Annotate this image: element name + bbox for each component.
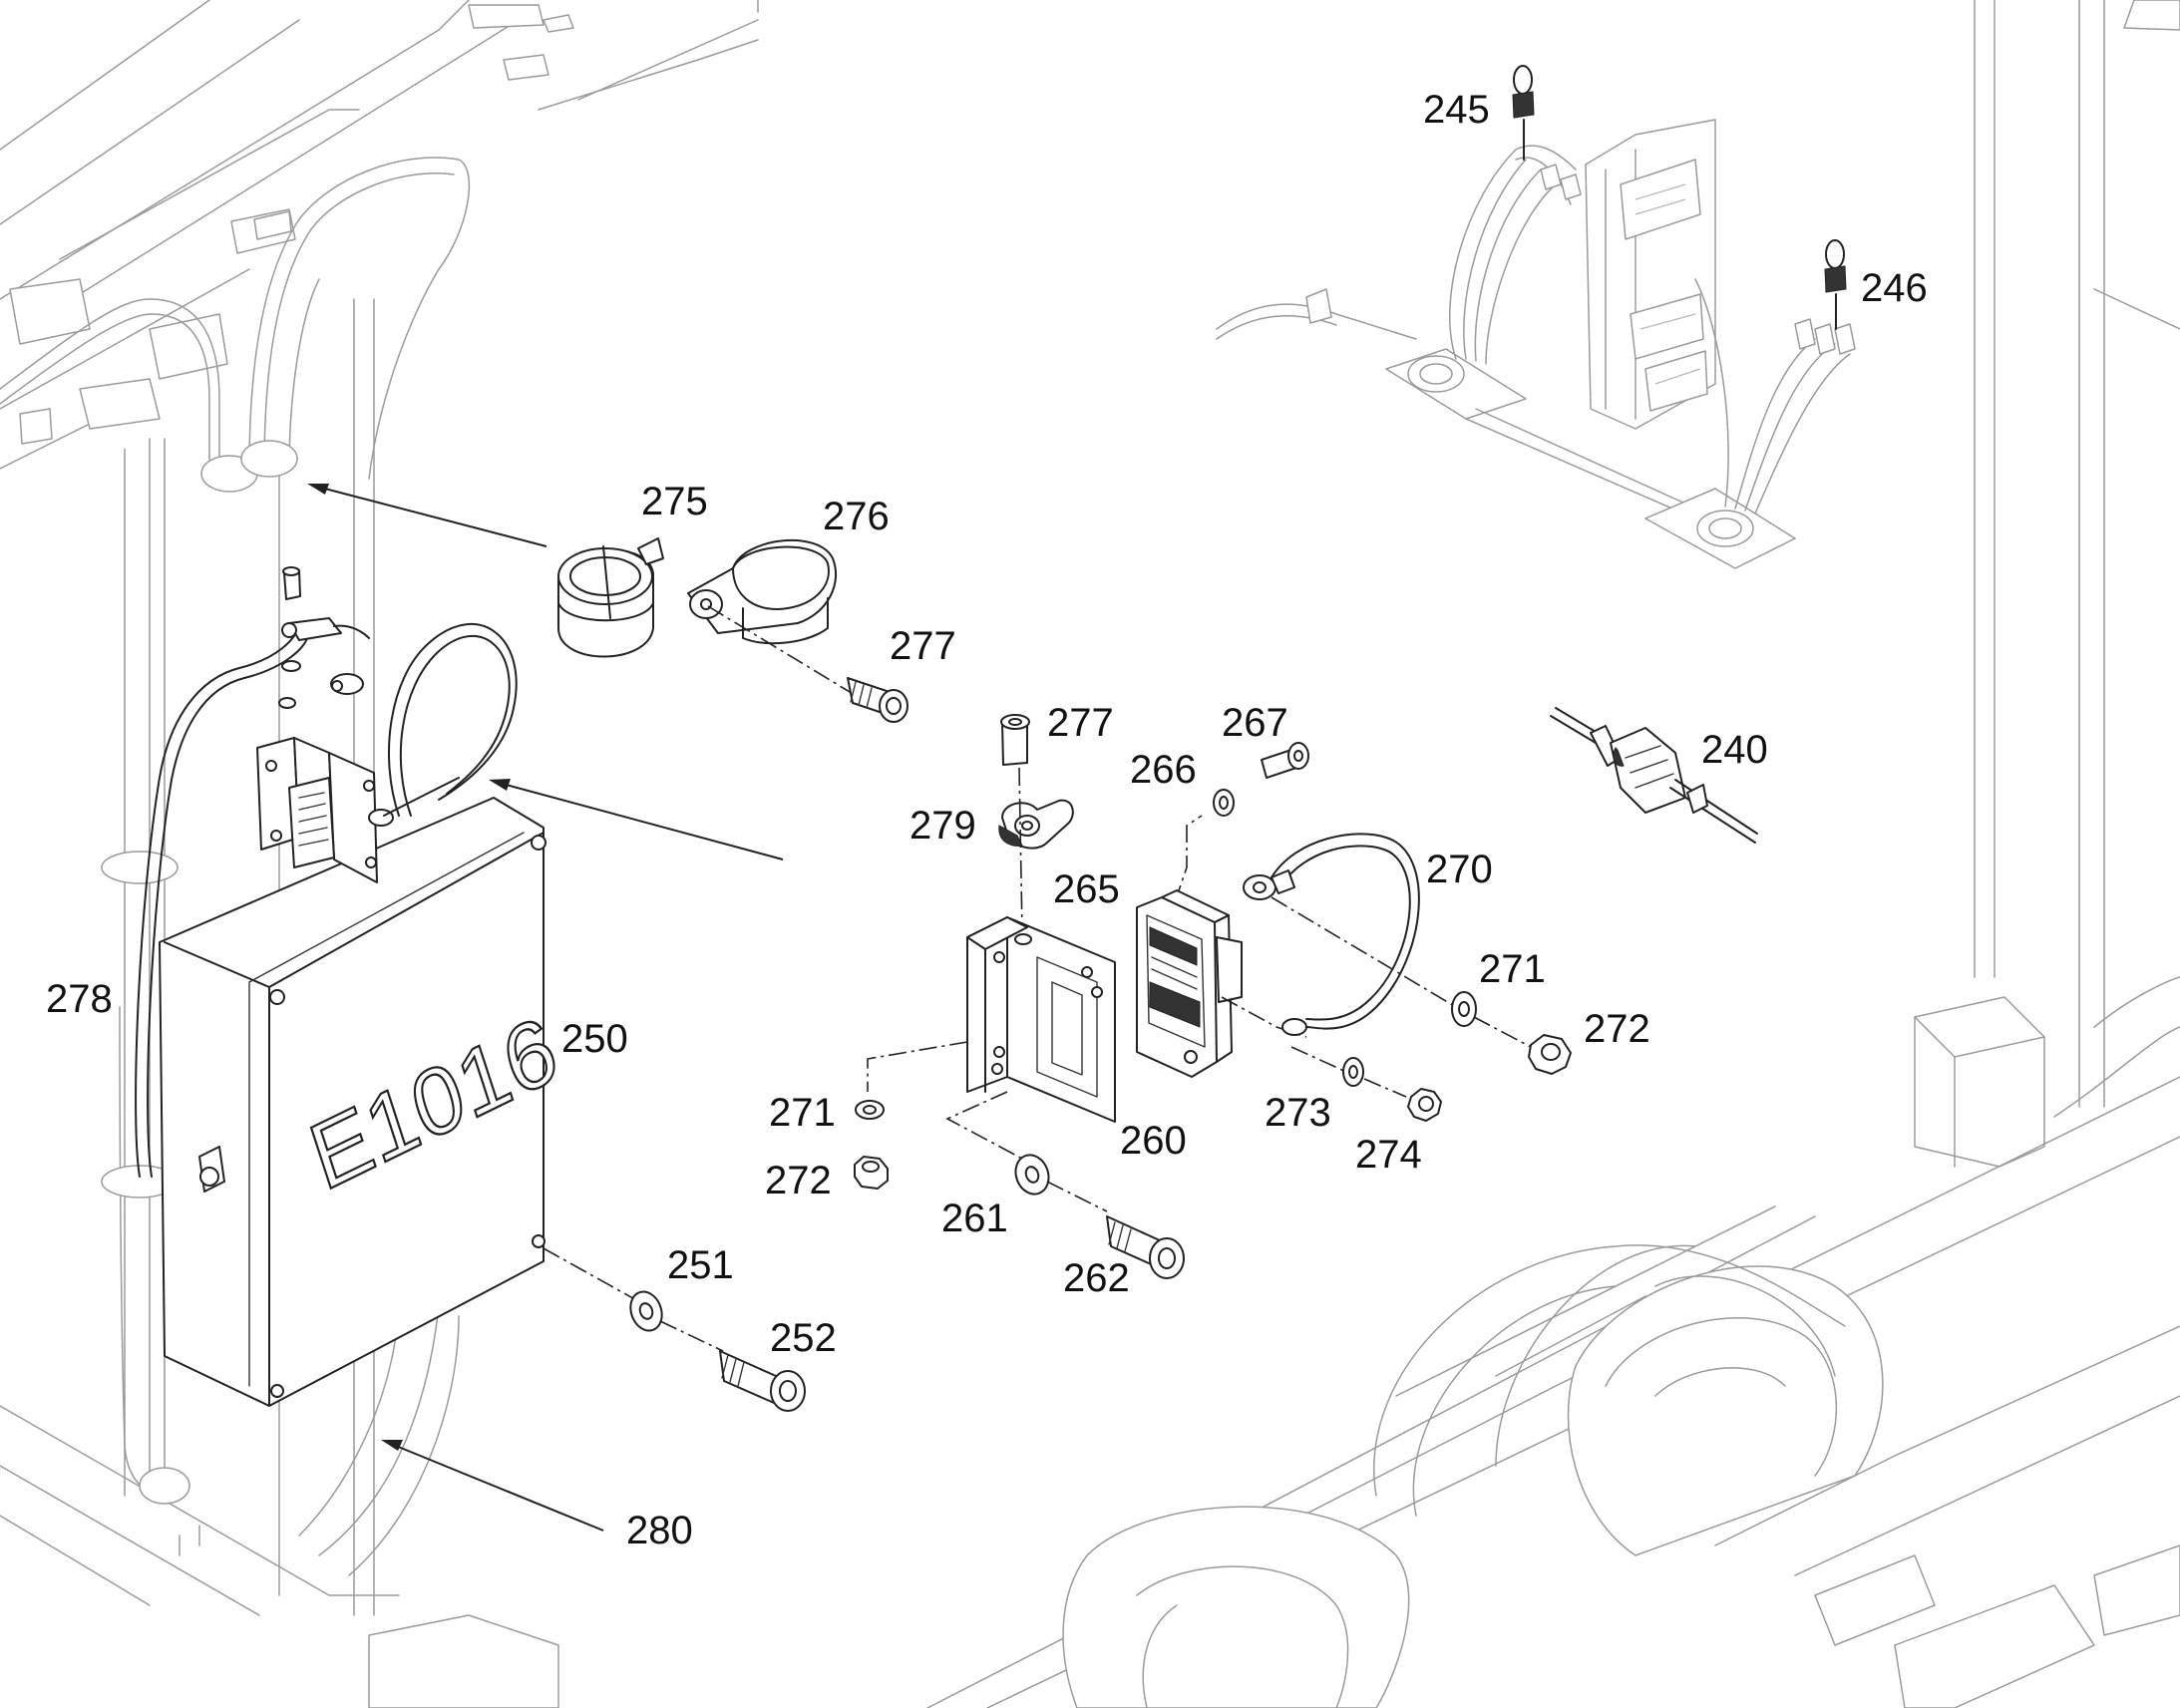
- relay-board-assembly: [1216, 119, 1856, 569]
- callout-278: 278: [46, 977, 113, 1021]
- clamp-275: [557, 537, 664, 658]
- nut-274: [1407, 1088, 1442, 1122]
- callout-240: 240: [1701, 728, 1768, 772]
- center-line: [1174, 815, 1203, 903]
- washer-261: [1014, 1154, 1050, 1196]
- harness-278: [135, 566, 518, 1178]
- leader-arrows: [307, 484, 784, 1532]
- callout-267: 267: [1222, 701, 1288, 745]
- center-line: [1221, 996, 1307, 1038]
- callout-260: 260: [1120, 1119, 1187, 1163]
- washer-271-upper: [1451, 991, 1477, 1027]
- terminal-245: [1512, 65, 1535, 161]
- clamp-276: [687, 538, 838, 645]
- bracket-260: [966, 916, 1116, 1123]
- center-line: [1290, 1046, 1347, 1073]
- callout-271-upper: 271: [1479, 947, 1546, 991]
- callout-261: 261: [941, 1196, 1008, 1240]
- bolt-262: [1106, 1215, 1185, 1279]
- nut-272-upper: [1528, 1034, 1572, 1075]
- center-line: [707, 605, 861, 699]
- callout-labels: 245 246 240 275 276 277 277 267 266 279 …: [46, 88, 1928, 1552]
- cable-fitting-240: [1550, 707, 1758, 844]
- screw-267: [1261, 742, 1309, 779]
- callout-272-upper: 272: [1584, 1007, 1650, 1051]
- ground-strap-270: [1243, 833, 1420, 1036]
- callout-266: 266: [1130, 748, 1197, 792]
- callout-276: 276: [823, 495, 890, 538]
- callout-273: 273: [1265, 1091, 1331, 1135]
- callout-270: 270: [1426, 848, 1493, 891]
- terminal-246: [1824, 239, 1847, 330]
- callout-262: 262: [1063, 1256, 1130, 1300]
- connector-265: [1136, 889, 1243, 1078]
- callout-271-lower: 271: [769, 1091, 836, 1135]
- washer-273: [1342, 1057, 1364, 1087]
- screw-277-lower: [1000, 714, 1030, 766]
- control-module-250: E1016: [159, 797, 569, 1407]
- callout-245: 245: [1423, 88, 1490, 132]
- center-line: [1018, 767, 1023, 933]
- center-line: [543, 1247, 639, 1302]
- callout-279: 279: [909, 804, 976, 848]
- clip-279: [998, 799, 1074, 850]
- bolt-252: [719, 1350, 806, 1412]
- center-line: [867, 1041, 968, 1092]
- callout-251: 251: [667, 1243, 734, 1287]
- callout-275: 275: [641, 480, 708, 523]
- center-line: [1363, 1078, 1407, 1098]
- screw-277-upper: [847, 677, 908, 723]
- callout-274: 274: [1355, 1133, 1422, 1177]
- callout-265: 265: [1053, 867, 1120, 911]
- callout-272-lower: 272: [765, 1159, 832, 1202]
- callout-280: 280: [626, 1509, 693, 1552]
- center-line: [659, 1320, 724, 1352]
- center-line: [1046, 1181, 1108, 1212]
- callout-246: 246: [1861, 266, 1928, 310]
- washer-271-lower: [855, 1100, 885, 1120]
- callout-252: 252: [770, 1316, 837, 1360]
- center-line: [945, 1091, 1038, 1168]
- center-line: [1271, 896, 1457, 1008]
- nut-272-lower: [854, 1156, 889, 1190]
- center-line: [1473, 1016, 1532, 1048]
- callout-250: 250: [561, 1017, 628, 1061]
- frame-cables: [0, 157, 471, 1576]
- callout-277-lower: 277: [1047, 701, 1114, 745]
- callout-277-upper: 277: [890, 624, 956, 668]
- washer-266: [1213, 789, 1235, 817]
- washer-251: [629, 1290, 663, 1332]
